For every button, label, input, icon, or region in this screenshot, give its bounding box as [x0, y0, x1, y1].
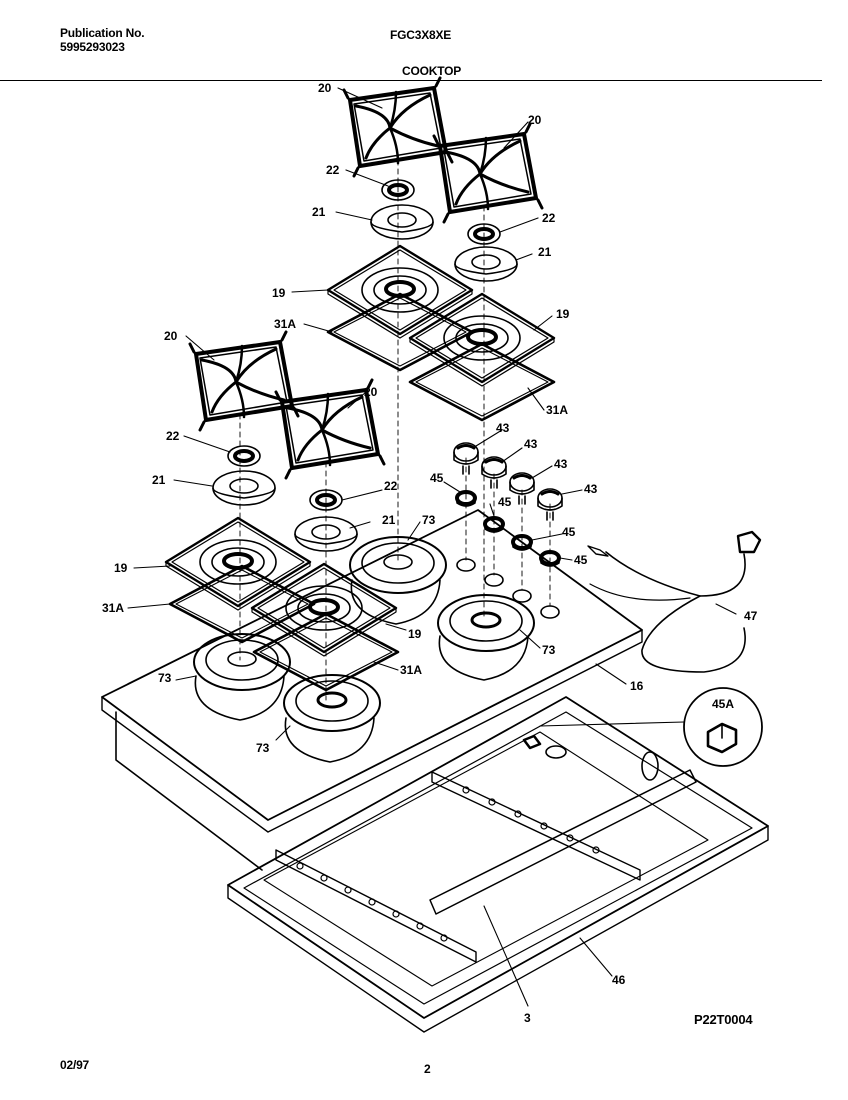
- callout-label: 73: [422, 513, 436, 527]
- callout-label: 19: [408, 627, 422, 641]
- callout-label: 31A: [274, 317, 296, 331]
- callout-label: 19: [114, 561, 128, 575]
- header-rule: [0, 80, 822, 81]
- callout-label: 45: [574, 553, 588, 567]
- callout-label: 22: [166, 429, 180, 443]
- callout-label: 20: [164, 329, 178, 343]
- callout-label: 45: [562, 525, 576, 539]
- callout-label: 45: [430, 471, 444, 485]
- page-number: 2: [424, 1062, 431, 1076]
- callout-label: 73: [256, 741, 270, 755]
- callout-label: 31A: [546, 403, 568, 417]
- callout-label: 22: [542, 211, 556, 225]
- callout-label: 3: [524, 1011, 531, 1025]
- callout-label: 46: [612, 973, 626, 987]
- callout-label: 21: [382, 513, 396, 527]
- publication-label: Publication No.: [60, 26, 145, 40]
- callout-label: 47: [744, 609, 758, 623]
- callout-label: 43: [496, 421, 510, 435]
- publication-number: 5995293023: [60, 40, 125, 54]
- callout-label: 20: [528, 113, 542, 127]
- callout-label: 20: [318, 81, 332, 95]
- figure-id: P22T0004: [694, 1012, 753, 1027]
- callout-label: 45: [498, 495, 512, 509]
- callout-label: 43: [524, 437, 538, 451]
- callout-label: 31A: [400, 663, 422, 677]
- section-title: COOKTOP: [402, 64, 462, 78]
- callout-label: 21: [538, 245, 552, 259]
- callout-label: 21: [312, 205, 326, 219]
- callout-label: 20: [364, 385, 378, 399]
- callout-label: 73: [542, 643, 556, 657]
- callout-label: 43: [584, 482, 598, 496]
- callout-label: 21: [152, 473, 166, 487]
- revision-date: 02/97: [60, 1058, 90, 1072]
- model-number: FGC3X8XE: [390, 28, 452, 42]
- callout-label: 22: [326, 163, 340, 177]
- callout-label: 73: [158, 671, 172, 685]
- callout-label: 16: [630, 679, 644, 693]
- callout-label: 19: [556, 307, 570, 321]
- callout-label: 22: [384, 479, 398, 493]
- callout-label: 19: [272, 286, 286, 300]
- callout-label: 43: [554, 457, 568, 471]
- callout-label: 45A: [712, 697, 734, 711]
- callout-label: 31A: [102, 601, 124, 615]
